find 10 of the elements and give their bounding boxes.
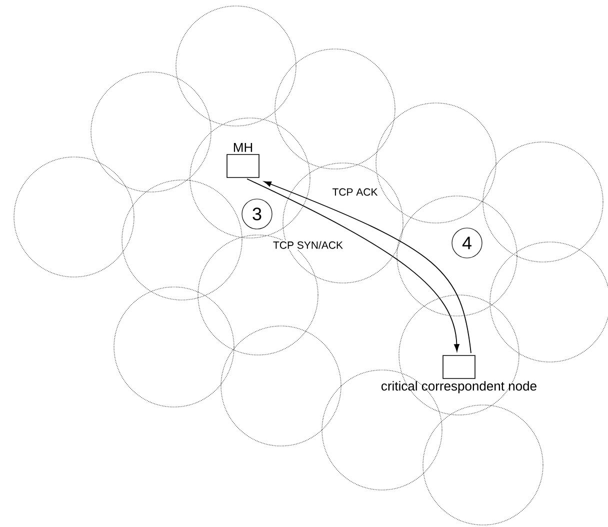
step-number: 4: [452, 228, 482, 258]
edge-label: TCP SYN/ACK: [272, 240, 344, 250]
host-box: MH: [226, 142, 260, 178]
node-label: MH: [234, 142, 252, 152]
arrow: [264, 181, 472, 354]
step-number: 3: [242, 198, 272, 230]
host-box: critical correspondent node: [382, 355, 536, 394]
arrow: [246, 178, 460, 352]
edge-label: TCP ACK: [331, 187, 379, 197]
node-label: critical correspondent node: [382, 381, 536, 394]
